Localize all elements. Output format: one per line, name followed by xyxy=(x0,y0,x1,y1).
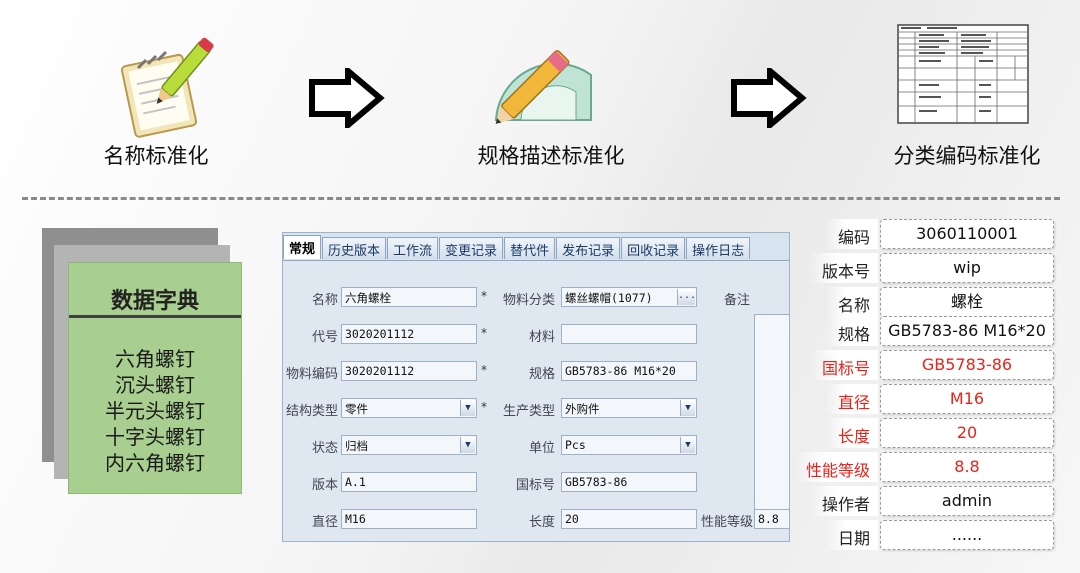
form-document-icon xyxy=(897,24,1029,124)
tab-history-versions[interactable]: 历史版本 xyxy=(322,237,387,259)
length-field[interactable]: 20 xyxy=(561,509,697,529)
prop-label-spec: 规格 xyxy=(825,316,878,346)
diameter-label: 直径 xyxy=(311,515,338,530)
material-class-field[interactable]: 螺丝螺帽(1077) ... xyxy=(561,287,697,307)
chevron-down-icon[interactable]: ▼ xyxy=(460,400,475,416)
spec-field[interactable]: GB5783-86 M16*20 xyxy=(561,361,697,381)
prop-label-std-no: 国标号 xyxy=(809,350,878,380)
required-mark: * xyxy=(481,363,487,377)
chevron-down-icon[interactable]: ▼ xyxy=(680,437,695,453)
version-field[interactable]: A.1 xyxy=(341,472,477,492)
tab-general[interactable]: 常规 xyxy=(283,235,322,259)
diameter-field[interactable]: M16 xyxy=(341,509,477,529)
prop-label-diameter: 直径 xyxy=(825,384,878,414)
prod-type-select[interactable]: 外购件 ▼ xyxy=(561,398,697,418)
spec-label: 规格 xyxy=(528,367,555,382)
tab-workflow[interactable]: 工作流 xyxy=(387,237,439,259)
pencil-protractor-icon xyxy=(494,50,592,124)
prop-label-date: 日期 xyxy=(825,520,878,550)
prop-value-length: 20 xyxy=(880,418,1054,448)
code-field[interactable]: 3020201112 xyxy=(341,324,477,344)
prop-label-code: 编码 xyxy=(825,219,878,249)
grade-field[interactable]: 8.8 xyxy=(754,509,789,529)
chevron-down-icon[interactable]: ▼ xyxy=(680,400,695,416)
tab-bar: 常规 历史版本 工作流 变更记录 替代件 发布记录 回收记录 操作日志 xyxy=(283,235,751,261)
material-class-value: 螺丝螺帽(1077) xyxy=(565,291,653,305)
prop-value-name: 螺栓 xyxy=(880,287,1054,317)
material-class-label: 物料分类 xyxy=(502,293,555,308)
dictionary-title: 数据字典 xyxy=(110,289,199,314)
tab-recall-log[interactable]: 回收记录 xyxy=(621,237,686,259)
required-mark: * xyxy=(481,400,487,414)
status-select[interactable]: 归档 ▼ xyxy=(341,435,477,455)
name-label: 名称 xyxy=(311,293,338,308)
dashed-divider xyxy=(22,197,1060,200)
code-label: 代号 xyxy=(311,330,338,345)
prop-label-length: 长度 xyxy=(825,418,878,448)
data-dictionary-card: 数据字典 六角螺钉 沉头螺钉 半元头螺钉 十字头螺钉 内六角螺钉 xyxy=(68,262,242,494)
struct-type-label: 结构类型 xyxy=(285,404,338,419)
dictionary-item: 沉头螺钉 xyxy=(115,373,195,397)
browse-button[interactable]: ... xyxy=(677,289,696,305)
tab-substitutes[interactable]: 替代件 xyxy=(504,237,556,259)
prod-type-label: 生产类型 xyxy=(502,404,555,419)
material-field[interactable] xyxy=(561,324,697,344)
unit-label: 单位 xyxy=(528,441,555,456)
step-label: 分类编码标准化 xyxy=(893,144,1041,168)
material-code-label: 物料编码 xyxy=(285,367,338,382)
dictionary-item: 半元头螺钉 xyxy=(105,399,205,423)
step-label: 规格描述标准化 xyxy=(477,144,625,168)
prop-label-operator: 操作者 xyxy=(809,486,878,516)
struct-type-select[interactable]: 零件 ▼ xyxy=(341,398,477,418)
prop-value-std-no: GB5783-86 xyxy=(880,350,1054,380)
dictionary-list: 六角螺钉 沉头螺钉 半元头螺钉 十字头螺钉 内六角螺钉 xyxy=(69,318,241,476)
prop-value-code: 3060110001 xyxy=(880,219,1054,249)
grade-label: 性能等级 xyxy=(701,515,754,530)
prop-value-operator: admin xyxy=(880,486,1054,516)
dictionary-item: 六角螺钉 xyxy=(115,347,195,371)
prod-type-value: 外购件 xyxy=(565,402,600,416)
material-form-window: 常规 历史版本 工作流 变更记录 替代件 发布记录 回收记录 操作日志 名称 六… xyxy=(282,232,790,542)
prop-label-grade: 性能等级 xyxy=(793,452,878,482)
remark-label: 备注 xyxy=(724,293,751,308)
prop-value-diameter: M16 xyxy=(880,384,1054,414)
length-label: 长度 xyxy=(528,515,555,530)
tab-operation-log[interactable]: 操作日志 xyxy=(686,237,751,259)
material-code-field[interactable]: 3020201112 xyxy=(341,361,477,381)
prop-label-name: 名称 xyxy=(825,287,878,317)
tab-release-log[interactable]: 发布记录 xyxy=(556,237,621,259)
required-mark: * xyxy=(481,289,487,303)
notepad-pencil-icon xyxy=(120,37,214,138)
struct-type-value: 零件 xyxy=(345,402,368,416)
prop-value-grade: 8.8 xyxy=(880,452,1054,482)
prop-value-spec: GB5783-86 M16*20 xyxy=(880,316,1054,346)
tab-change-log[interactable]: 变更记录 xyxy=(439,237,504,259)
std-no-label: 国标号 xyxy=(515,478,555,493)
material-label: 材料 xyxy=(528,330,555,345)
arrow-right-icon xyxy=(731,68,807,128)
prop-value-version: wip xyxy=(880,253,1054,283)
remark-textarea[interactable] xyxy=(754,314,789,524)
general-panel: 名称 六角螺栓 * 代号 3020201112 * 物料编码 302020111… xyxy=(283,261,789,541)
prop-value-date: ...... xyxy=(880,520,1054,550)
step-label: 名称标准化 xyxy=(103,144,209,168)
arrow-right-icon xyxy=(309,68,385,128)
status-label: 状态 xyxy=(311,441,338,456)
required-mark: * xyxy=(481,326,487,340)
unit-select[interactable]: Pcs ▼ xyxy=(561,435,697,455)
unit-value: Pcs xyxy=(565,438,586,452)
version-label: 版本 xyxy=(311,478,338,493)
name-field[interactable]: 六角螺栓 xyxy=(341,287,477,307)
chevron-down-icon[interactable]: ▼ xyxy=(460,437,475,453)
prop-label-version: 版本号 xyxy=(809,253,878,283)
dictionary-item: 内六角螺钉 xyxy=(105,451,205,475)
tab-underline xyxy=(283,260,789,261)
dictionary-item: 十字头螺钉 xyxy=(105,425,205,449)
std-no-field[interactable]: GB5783-86 xyxy=(561,472,697,492)
dictionary-divider xyxy=(69,315,241,318)
status-value: 归档 xyxy=(345,439,368,453)
